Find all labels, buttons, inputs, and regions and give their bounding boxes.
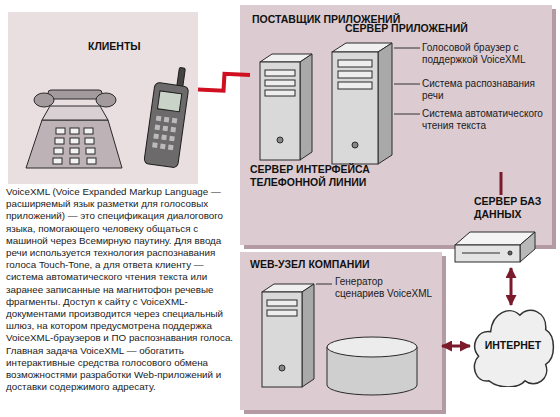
node-text: Система автоматического чтения текста [422,108,550,132]
server-group: СЕРВЕР ПРИЛОЖЕНИЙ Голосовой браузер с под… [325,20,552,172]
node-title: WEB-УЗЕЛ КОМПАНИИ [250,258,440,271]
node-text: Голосовой браузер с поддержкой VoiceXML [422,42,550,66]
connector-line [510,268,513,305]
web-site-panel: WEB-УЗЕЛ КОМПАНИИ Генератор сценариев Voi… [240,252,442,410]
node-text: Система распознавания речи [422,78,550,102]
node-title: СЕРВЕР БАЗ ДАННЫХ [474,195,552,221]
connector-line [442,345,470,348]
node-title: СЕРВЕР ИНТЕРФЕЙСА ТЕЛЕФОННОЙ ЛИНИИ [250,163,395,189]
node-text: Генератор сценариев VoiceXML [335,276,433,300]
clients-panel: КЛИЕНТЫ [8,12,198,184]
description-paragraph: VoiceXML (Voice Expanded Markup Language… [6,186,236,393]
web-server-group: Генератор сценариев VoiceXML [255,270,435,398]
server-group: СЕРВЕР БАЗ ДАННЫХ [450,195,552,268]
connector-line [500,172,503,195]
server-group: СЕРВЕР ИНТЕРФЕЙСА ТЕЛЕФОННОЙ ЛИНИИ [250,45,395,195]
node-title: КЛИЕНТЫ [88,40,188,53]
node-title: ИНТЕРНЕТ [470,339,556,352]
node-title: СЕРВЕР ПРИЛОЖЕНИЙ [345,22,515,35]
wireless-link [198,74,250,91]
internet-cloud: ИНТЕРНЕТ [470,305,556,387]
provider-panel: ПОСТАВЩИК ПРИЛОЖЕНИЙСЕРВЕР ПРИЛОЖЕНИЙГол… [240,5,552,245]
